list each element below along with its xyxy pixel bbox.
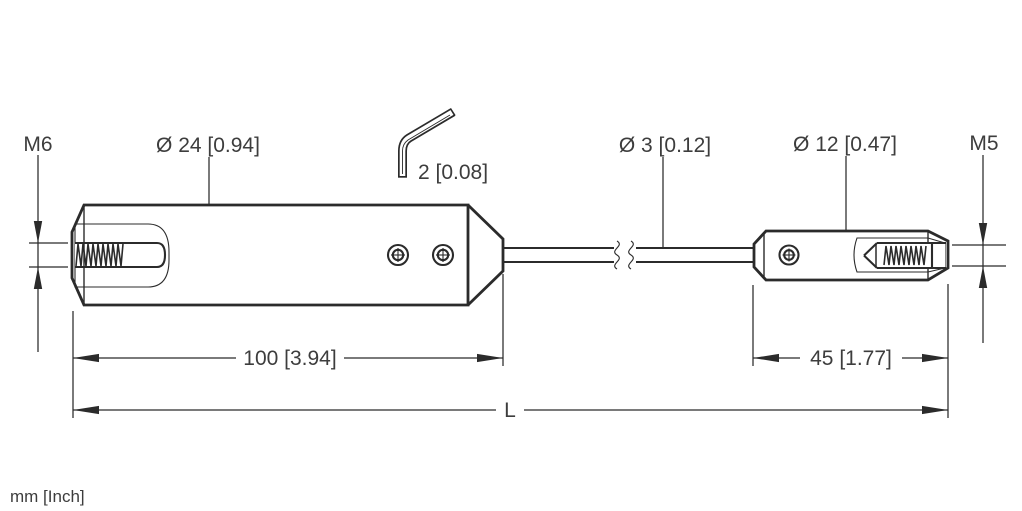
label-hex-key-size: 2 [0.08] [418, 161, 488, 184]
units-note: mm [Inch] [10, 487, 85, 506]
label-right-body-diameter: Ø 12 [0.47] [793, 133, 897, 156]
hex-key-tip-cap [449, 108, 456, 116]
label-dim-100: 100 [3.94] [243, 347, 336, 370]
shaft [503, 240, 753, 270]
label-left-body-diameter: Ø 24 [0.94] [156, 134, 260, 157]
set-screw-left-1 [386, 243, 410, 267]
dimensions [29, 155, 1006, 418]
dim-total-length [73, 405, 948, 415]
dim-m5 [952, 155, 1006, 343]
right-body-outline [752, 229, 950, 282]
extension-lines [72, 274, 949, 418]
label-right-thread: M5 [969, 132, 998, 155]
dim-45 [753, 353, 948, 363]
label-left-thread: M6 [23, 133, 52, 156]
right-body [752, 229, 950, 282]
set-screw-left-2 [431, 243, 455, 267]
break-mark-2 [628, 240, 634, 270]
right-bore-lines [863, 241, 946, 270]
break-mark-1 [614, 240, 620, 270]
left-body [70, 203, 505, 307]
left-bore-lines [75, 241, 167, 269]
left-section-hatch [74, 223, 170, 288]
dim-100 [73, 353, 503, 363]
set-screw-right [778, 244, 800, 266]
taper-cone [467, 203, 505, 307]
right-thread-coil [883, 245, 927, 266]
hex-key [398, 108, 456, 178]
label-dim-45: 45 [1.77] [810, 347, 892, 370]
dim-m6 [29, 155, 68, 352]
label-dim-L: L [504, 399, 516, 422]
label-shaft-diameter: Ø 3 [0.12] [619, 134, 711, 157]
